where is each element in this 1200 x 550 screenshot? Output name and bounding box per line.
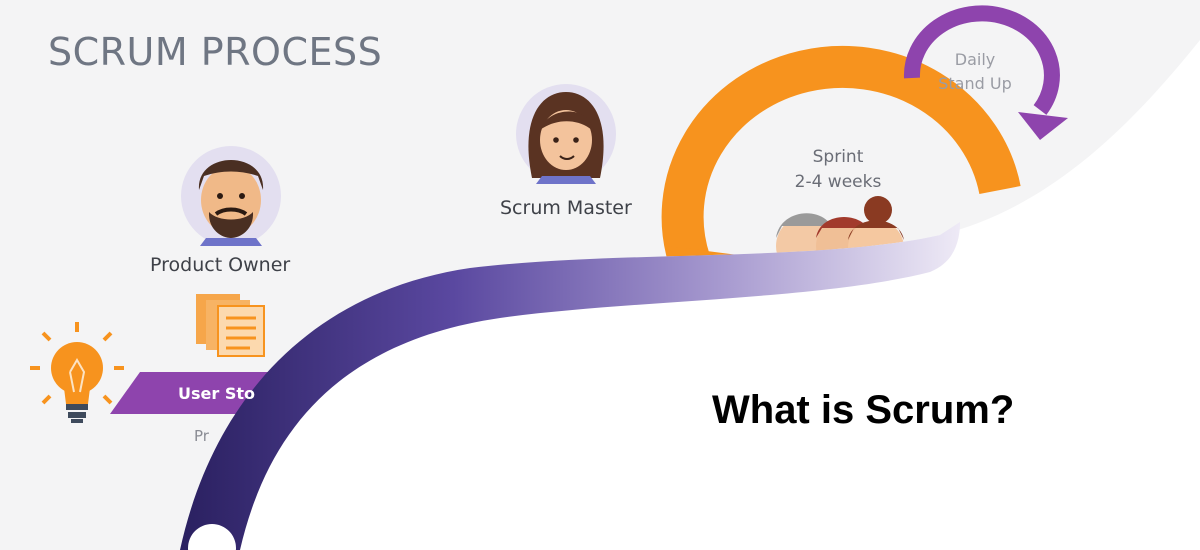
ribbon-end-dot [188,524,236,550]
scrum-master-avatar [516,84,616,184]
sprint-line2: 2-4 weeks [794,172,882,192]
product-owner-avatar [181,146,281,246]
diagram-title: SCRUM PROCESS [48,30,383,74]
page-heading: What is Scrum? [712,388,1015,432]
documents-icon [196,294,265,357]
scrum-master-label: Scrum Master [500,197,632,219]
daily-line1: Daily [954,50,996,69]
daily-line2: Stand Up [938,74,1012,93]
product-owner-label: Product Owner [150,254,291,276]
lightbulb-icon [30,322,124,423]
user-stories-label: User Stories [178,384,256,403]
sprint-line1: Sprint [812,147,864,167]
sprint-label: Sprint 2-4 weeks [783,145,893,195]
priority-label: Pr [194,427,209,445]
swoosh-ribbon [180,222,960,550]
daily-standup-label: Daily Stand Up [930,48,1020,96]
daily-cycle-icon [903,5,1068,140]
